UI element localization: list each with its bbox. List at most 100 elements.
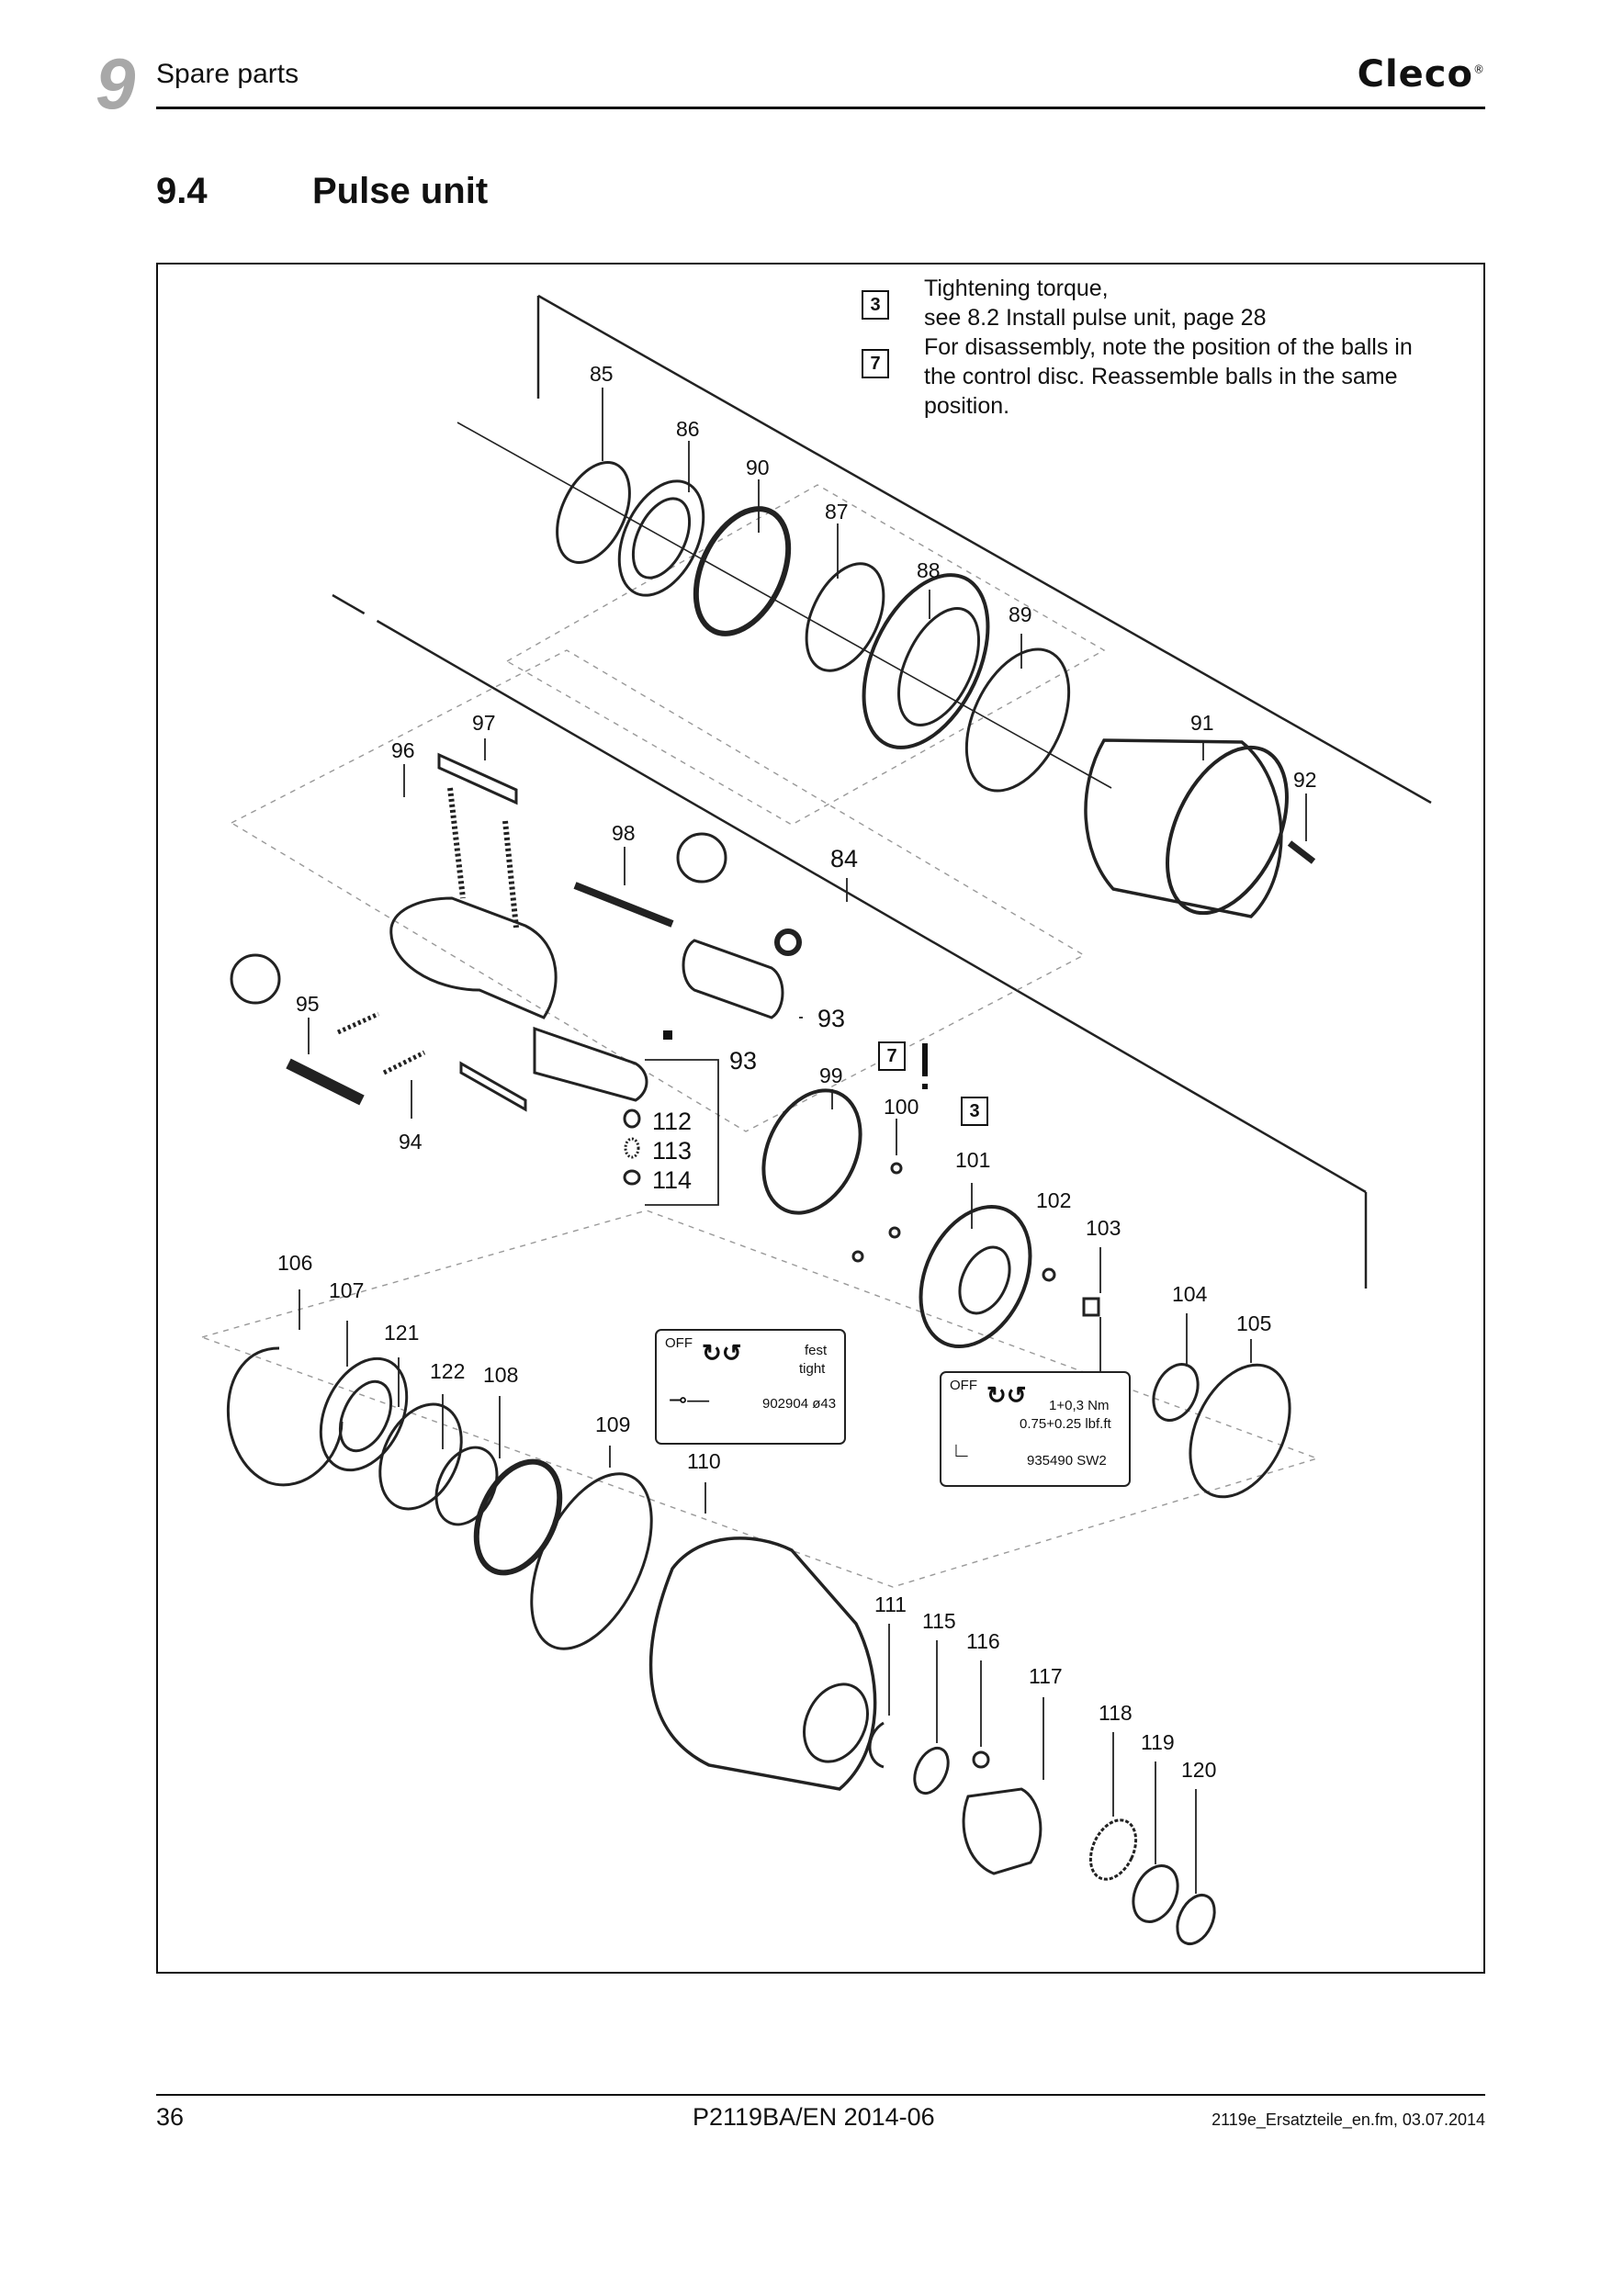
callout-118: 118	[1099, 1701, 1133, 1725]
part-100-ball	[890, 1162, 903, 1175]
key-icon: ⊸—	[669, 1388, 710, 1412]
note-7-line-3: position.	[924, 393, 1010, 419]
page-number: 36	[156, 2103, 185, 2131]
label-right-rotate-icons: ↻↺	[986, 1381, 1027, 1409]
callout-100: 100	[884, 1095, 919, 1119]
part-112-ball-seat	[623, 1109, 641, 1129]
label-left-off: OFF	[665, 1335, 693, 1351]
note-7-line-1: For disassembly, note the position of th…	[924, 334, 1413, 360]
callout-113: 113	[652, 1137, 693, 1165]
callout-94: 94	[399, 1130, 423, 1154]
header-rule	[156, 107, 1485, 109]
note-3-line-1: Tightening torque,	[924, 276, 1109, 301]
exploded-view-figure: 3 Tightening torque, see 8.2 Install pul…	[156, 263, 1485, 1974]
label-right-torque-lbf: 0.75+0.25 lbf.ft	[1020, 1416, 1111, 1432]
chapter-title: Spare parts	[156, 59, 299, 89]
part-98-detail-circle	[676, 832, 727, 884]
dashed-plane-lower	[199, 1210, 1320, 1588]
section-title: Pulse unit	[312, 171, 489, 211]
exploded-view-drawing	[199, 294, 1432, 1945]
part-113-spring	[624, 1137, 640, 1159]
part-94-blade-lower	[459, 1061, 527, 1112]
part-117-sleeve	[962, 1787, 1043, 1875]
part-109-oring	[530, 1472, 653, 1650]
part-110-housing-nose	[803, 1683, 869, 1763]
part-94-spring-b	[382, 1050, 426, 1075]
callout-114: 114	[652, 1166, 693, 1194]
bracket-93	[645, 1059, 719, 1206]
marker-square-93	[663, 1030, 672, 1040]
callout-107: 107	[329, 1278, 365, 1302]
section-number: 9.4	[156, 171, 208, 211]
callout-112: 112	[652, 1108, 693, 1135]
callout-91: 91	[1190, 711, 1214, 735]
part-104-oring	[1152, 1363, 1200, 1422]
document-id: P2119BA/EN 2014-06	[693, 2103, 935, 2131]
label-left-tight: tight	[799, 1361, 826, 1377]
marker-3-box: 3	[961, 1097, 988, 1126]
label-right-torque-nm: 1+0,3 Nm	[1049, 1398, 1110, 1413]
part-102-ball	[1042, 1267, 1056, 1282]
part-116-ball	[972, 1750, 990, 1769]
callout-115: 115	[922, 1609, 956, 1633]
part-121-ring	[378, 1402, 463, 1511]
part-90-bearing	[693, 506, 792, 636]
callout-101: 101	[955, 1148, 991, 1172]
file-reference: 2119e_Ersatzteile_en.fm, 03.07.2014	[1212, 2110, 1485, 2129]
callout-116: 116	[966, 1629, 1000, 1653]
part-105-oring	[1189, 1363, 1291, 1499]
label-right-code: 935490 SW2	[1027, 1453, 1107, 1469]
callout-86: 86	[676, 417, 700, 441]
part-94-spring-a	[336, 1011, 380, 1035]
part-107-washer-inner	[338, 1379, 393, 1453]
part-88-cap	[862, 573, 990, 749]
callout-109: 109	[595, 1412, 631, 1436]
label-right-off: OFF	[950, 1378, 977, 1393]
part-110-housing	[648, 1536, 877, 1791]
callout-87: 87	[825, 500, 849, 523]
part-122-ring	[434, 1446, 499, 1526]
part-89-oring	[964, 647, 1071, 793]
part-ball-2	[888, 1226, 901, 1239]
part-106-circlip	[226, 1346, 344, 1487]
part-101-valve-inner	[958, 1245, 1011, 1315]
callout-103: 103	[1086, 1216, 1121, 1240]
callout-119: 119	[1141, 1730, 1175, 1754]
callout-97: 97	[472, 711, 496, 735]
note-marker-3: 3	[862, 290, 889, 320]
callout-85: 85	[590, 362, 614, 386]
chapter-number: 9	[96, 43, 136, 124]
part-91-housing-face	[1166, 745, 1289, 916]
hex-key-icon: ∟	[952, 1438, 972, 1461]
dashed-plane-upper	[505, 484, 1106, 826]
label-left-fest: fest	[805, 1343, 828, 1358]
brand-name: Cleco	[1357, 53, 1473, 96]
centre-axis	[456, 422, 1112, 789]
callout-104: 104	[1172, 1282, 1208, 1306]
part-87-oring	[805, 562, 885, 672]
label-left-code: 902904 ø43	[762, 1396, 837, 1412]
callout-92: 92	[1293, 768, 1317, 792]
cut-line-middle	[332, 593, 1367, 1194]
part-95-detail-circle	[230, 953, 281, 1005]
part-115-ring	[913, 1746, 950, 1795]
part-88-cap-inner	[897, 607, 980, 726]
label-left-rotate-icons: ↻↺	[702, 1339, 742, 1367]
callout-110: 110	[687, 1449, 721, 1473]
callout-84: 84	[830, 845, 859, 872]
part-shaft	[533, 1026, 648, 1102]
part-101-valve	[919, 1204, 1032, 1349]
marker-exclamation-dot	[922, 1084, 928, 1089]
part-99-control-disc	[761, 1088, 862, 1215]
callout-96: 96	[391, 738, 415, 762]
callout-120: 120	[1181, 1758, 1217, 1782]
note-text-7: For disassembly, note the position of th…	[924, 332, 1413, 421]
part-93-sleeve	[682, 939, 784, 1019]
note-marker-7: 7	[862, 349, 889, 378]
note-7-line-2: the control disc. Reassemble balls in th…	[924, 364, 1398, 389]
callout-95: 95	[296, 992, 320, 1016]
part-114-plug	[623, 1169, 641, 1186]
cut-line-upper-diag	[537, 294, 1432, 805]
part-111-circlip	[868, 1721, 885, 1769]
callout-102: 102	[1036, 1188, 1072, 1212]
